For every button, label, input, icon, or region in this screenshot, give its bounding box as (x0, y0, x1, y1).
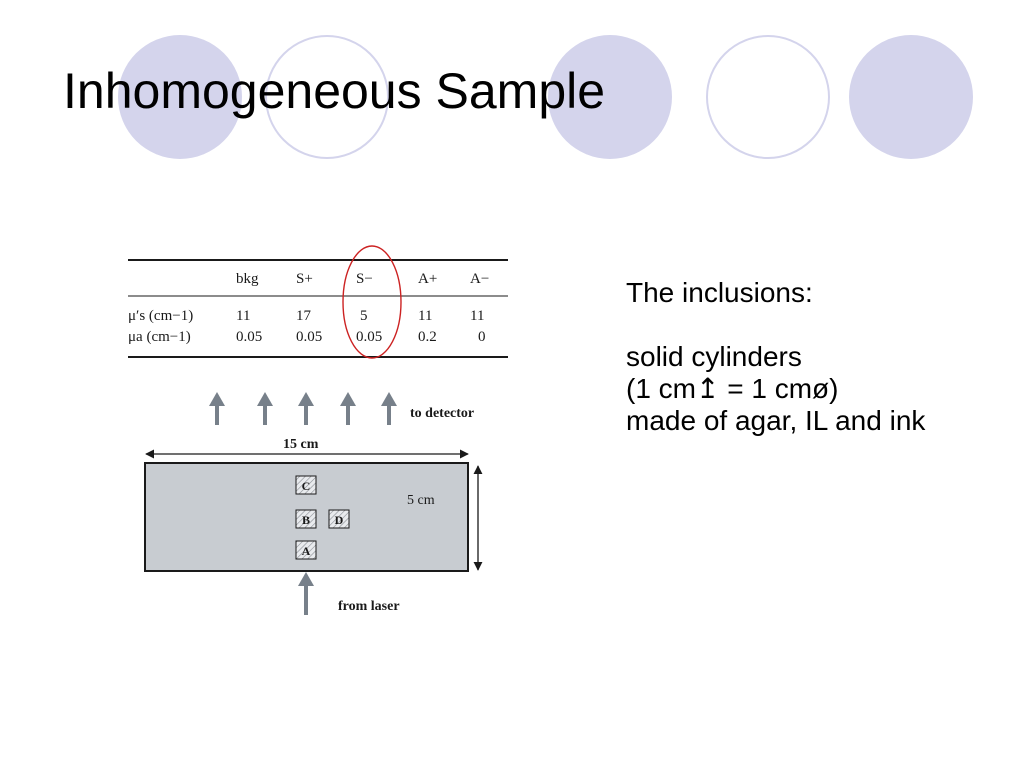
table-cell: 11 (236, 308, 250, 324)
inclusion-label: D (335, 513, 344, 527)
description-line: solid cylinders (626, 341, 802, 372)
arrow-up-icon (381, 392, 397, 425)
inclusion-a: A (295, 540, 317, 560)
table-row-label-absorption: μa (cm−1) (128, 329, 191, 345)
table-header-s-minus: S− (356, 271, 373, 287)
description-line: (1 cm↥ = 1 cmø) (626, 373, 839, 404)
laser-arrow-icon (298, 572, 314, 615)
laser-label: from laser (338, 599, 400, 614)
arrow-up-icon (298, 392, 314, 425)
table-cell: 11 (418, 308, 432, 324)
table-header-bkg: bkg (236, 271, 259, 287)
table-cell: 0 (478, 329, 486, 345)
slide-title: Inhomogeneous Sample (63, 63, 606, 119)
description-heading: The inclusions: (626, 277, 813, 308)
table-cell: 0.05 (236, 329, 262, 345)
arrow-up-icon (340, 392, 356, 425)
decor-circle-3 (548, 35, 672, 159)
description-line: made of agar, IL and ink (626, 405, 926, 436)
detector-arrows (209, 392, 397, 425)
inclusion-d: D (328, 509, 350, 529)
decor-circle-4 (706, 35, 830, 159)
table-cell: 0.05 (296, 329, 322, 345)
inclusion-label: A (302, 544, 311, 558)
inclusion-c: C (295, 475, 317, 495)
highlight-ellipse (342, 245, 402, 359)
table-cell: 0.05 (356, 329, 382, 345)
decor-circle-2 (265, 35, 389, 159)
table-row-label-scattering: μ′s (cm−1) (128, 308, 193, 324)
table-cell: 17 (296, 308, 312, 324)
sample-figure: bkg S+ S− A+ A− μ′s (cm−1) 11 17 5 11 11… (128, 245, 508, 615)
inclusion-label: C (302, 479, 311, 493)
table-cell: 11 (470, 308, 484, 324)
width-label: 15 cm (283, 437, 319, 452)
table-header-s-plus: S+ (296, 271, 313, 287)
table-cell: 0.2 (418, 329, 437, 345)
decor-circle-1 (118, 35, 242, 159)
inclusions-description: The inclusions: solid cylinders (1 cm↥ =… (626, 277, 986, 437)
table-cell: 5 (360, 308, 368, 324)
arrow-up-icon (209, 392, 225, 425)
table-header-a-plus: A+ (418, 271, 437, 287)
optical-properties-table: bkg S+ S− A+ A− μ′s (cm−1) 11 17 5 11 11… (128, 245, 508, 359)
arrow-up-icon (257, 392, 273, 425)
detector-label: to detector (410, 406, 474, 421)
inclusion-label: B (302, 513, 310, 527)
height-label: 5 cm (407, 493, 435, 508)
decor-circle-5 (849, 35, 973, 159)
inclusion-b: B (295, 509, 317, 529)
table-header-a-minus: A− (470, 271, 489, 287)
